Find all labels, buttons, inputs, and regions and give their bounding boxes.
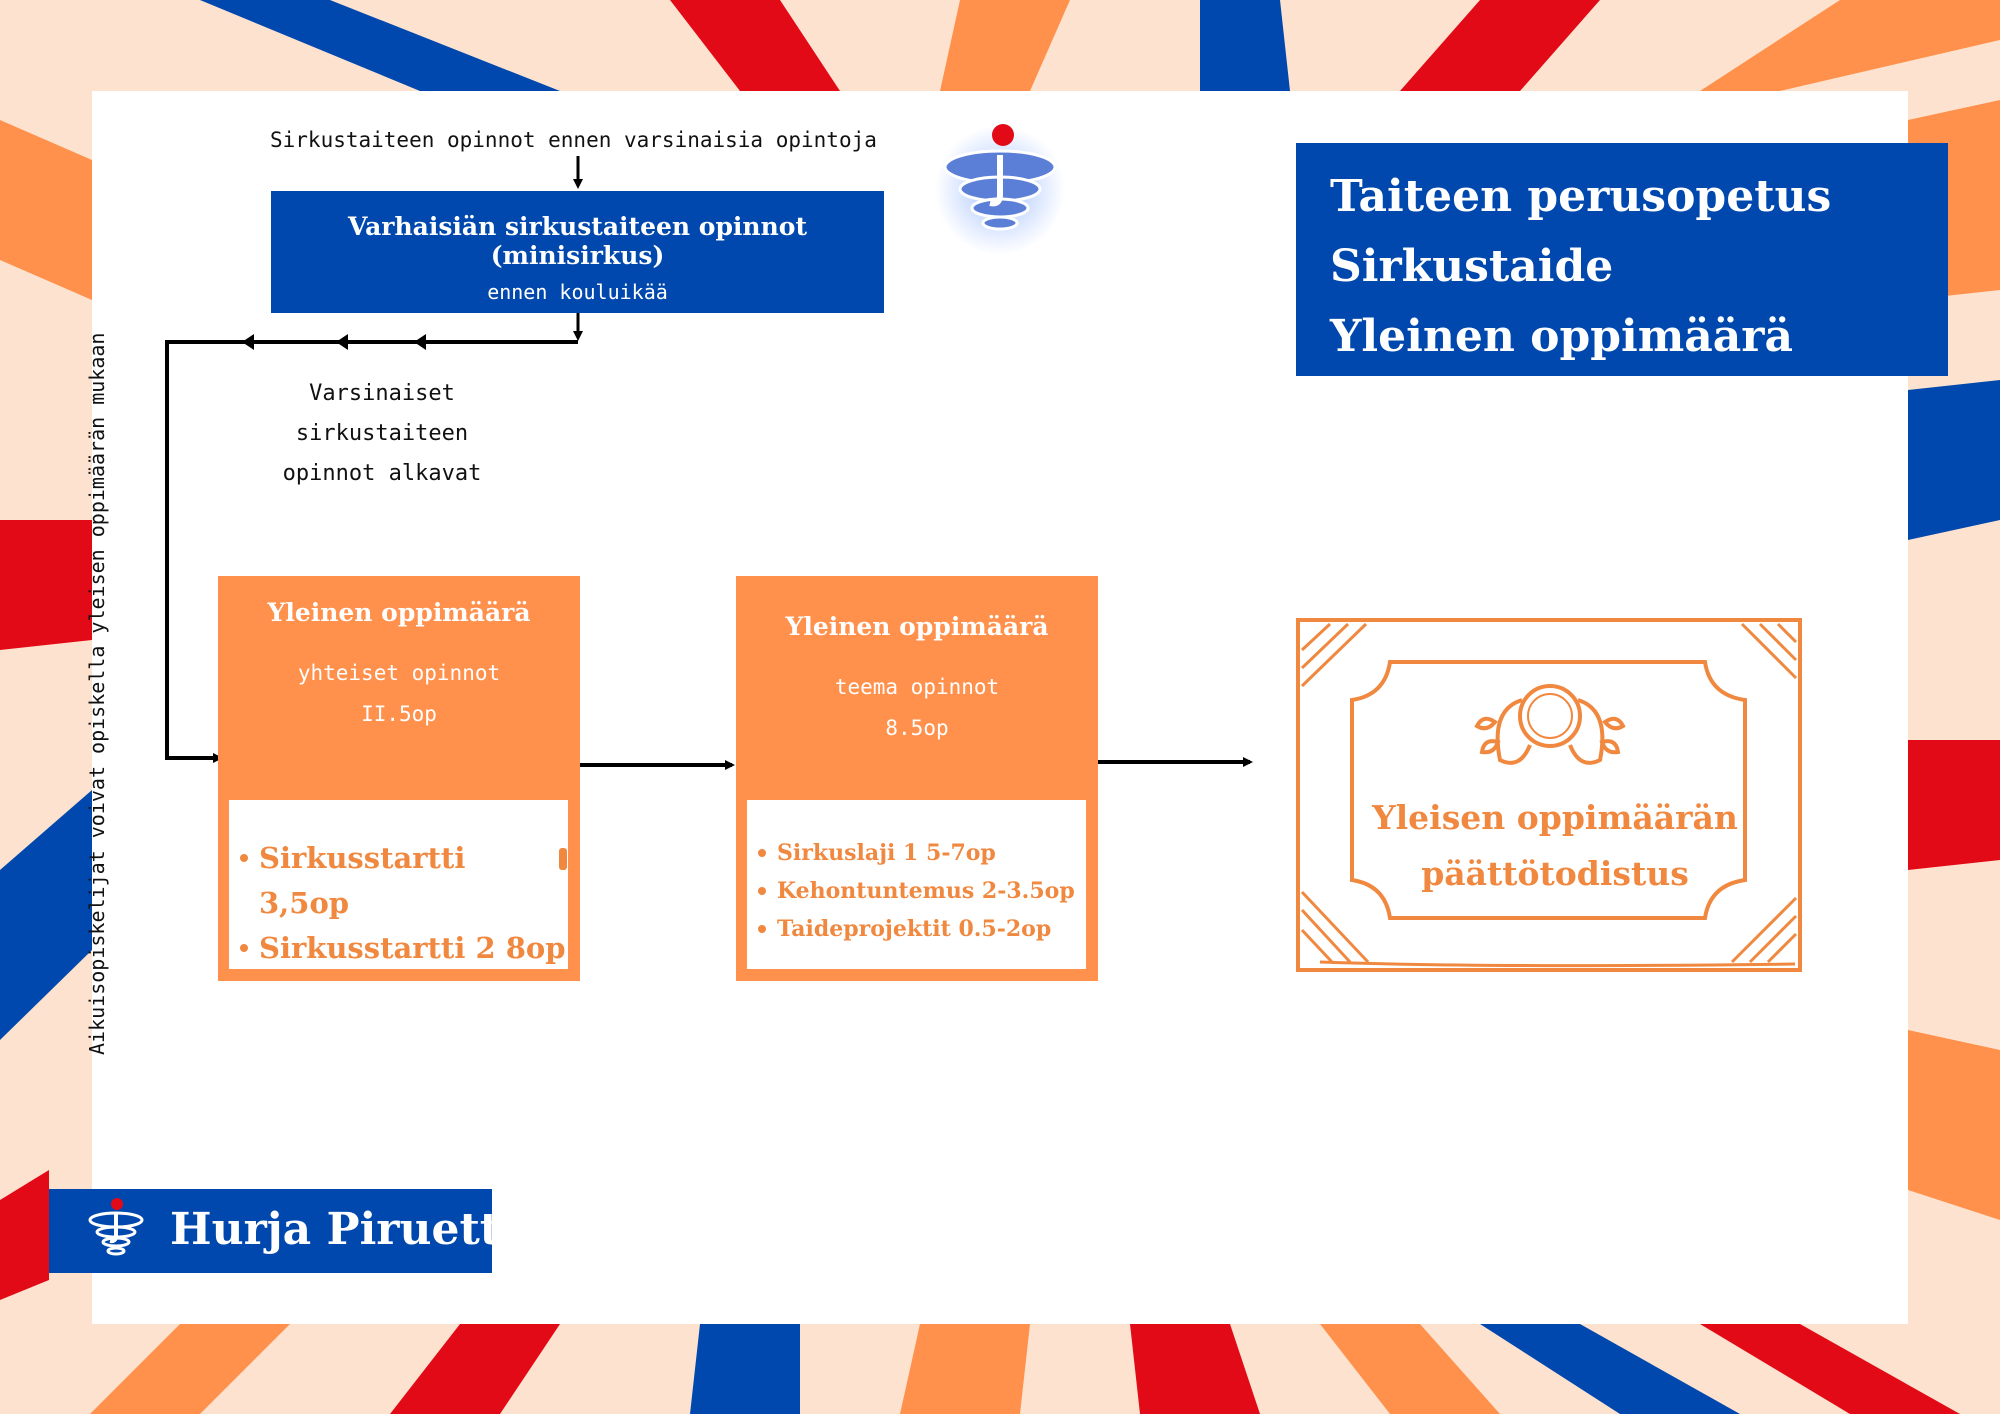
common-studies-subtitle: yhteiset opinnot [297,661,501,685]
certificate-frame [1296,618,1802,972]
list-item: Sirkuslaji 1 5-7op [747,834,1086,872]
title-line-2: Sirkustaide [1330,241,1614,292]
common-studies-title: Yleinen oppimäärä [267,598,531,627]
early-studies-box: Varhaisiän sirkustaiteen opinnot (minisi… [271,191,884,313]
common-studies-box: Yleinen oppimäärä yhteiset opinnot II.5o… [218,576,580,981]
theme-studies-box: Yleinen oppimäärä teema opinnot 8.5op Si… [736,576,1098,981]
title-line-1: Taiteen perusopetus [1330,171,1832,222]
adult-note: Aikuisopiskelijat voivat opiskella yleis… [85,332,109,1055]
list-item: Sirkusstartti 3,5op [229,836,465,926]
certificate-line2: päättötodistus [1421,854,1689,893]
circus-logo-icon [935,124,1065,255]
title-line-3: Yleinen oppimäärä [1330,311,1793,362]
common-studies-header: Yleinen oppimäärä yhteiset opinnot II.5o… [218,598,580,735]
theme-studies-credits: 8.5op [885,716,949,740]
intro-note: Sirkustaiteen opinnot ennen varsinaisia … [270,128,877,152]
common-studies-credits: II.5op [361,702,437,726]
brand-logo-icon [88,1198,144,1256]
list-item: Sirkusstartti 2 8op [229,926,568,969]
title-block: Taiteen perusopetus Sirkustaide Yleinen … [1296,143,1948,376]
theme-studies-subtitle: teema opinnot [834,675,1000,699]
early-studies-subtitle: ennen kouluikää [487,280,668,304]
start-note-line2: opinnot alkavat [282,461,482,486]
theme-studies-title: Yleinen oppimäärä [785,612,1049,641]
common-studies-list: Sirkusstartti 3,5op Sirkusstartti 2 8op [229,800,568,969]
theme-studies-header: Yleinen oppimäärä teema opinnot 8.5op [736,612,1098,749]
medal-icon [1474,684,1626,765]
list-item: Kehontuntemus 2-3.5op [747,872,1086,910]
certificate-line1: Yleisen oppimäärän [1372,798,1738,837]
start-note-line1: Varsinaiset sirkustaiteen [295,381,469,446]
theme-studies-list: Sirkuslaji 1 5-7op Kehontuntemus 2-3.5op… [747,800,1086,969]
start-note: Varsinaiset sirkustaiteen opinnot alkava… [222,374,542,494]
clipped-text-mark [559,848,567,870]
brand-name: Hurja Piruetti [170,1204,517,1255]
certificate-text: Yleisen oppimäärän päättötodistus [1340,790,1770,902]
list-item: Taideprojektit 0.5-2op [747,910,1086,948]
early-studies-title: Varhaisiän sirkustaiteen opinnot (minisi… [347,212,808,270]
